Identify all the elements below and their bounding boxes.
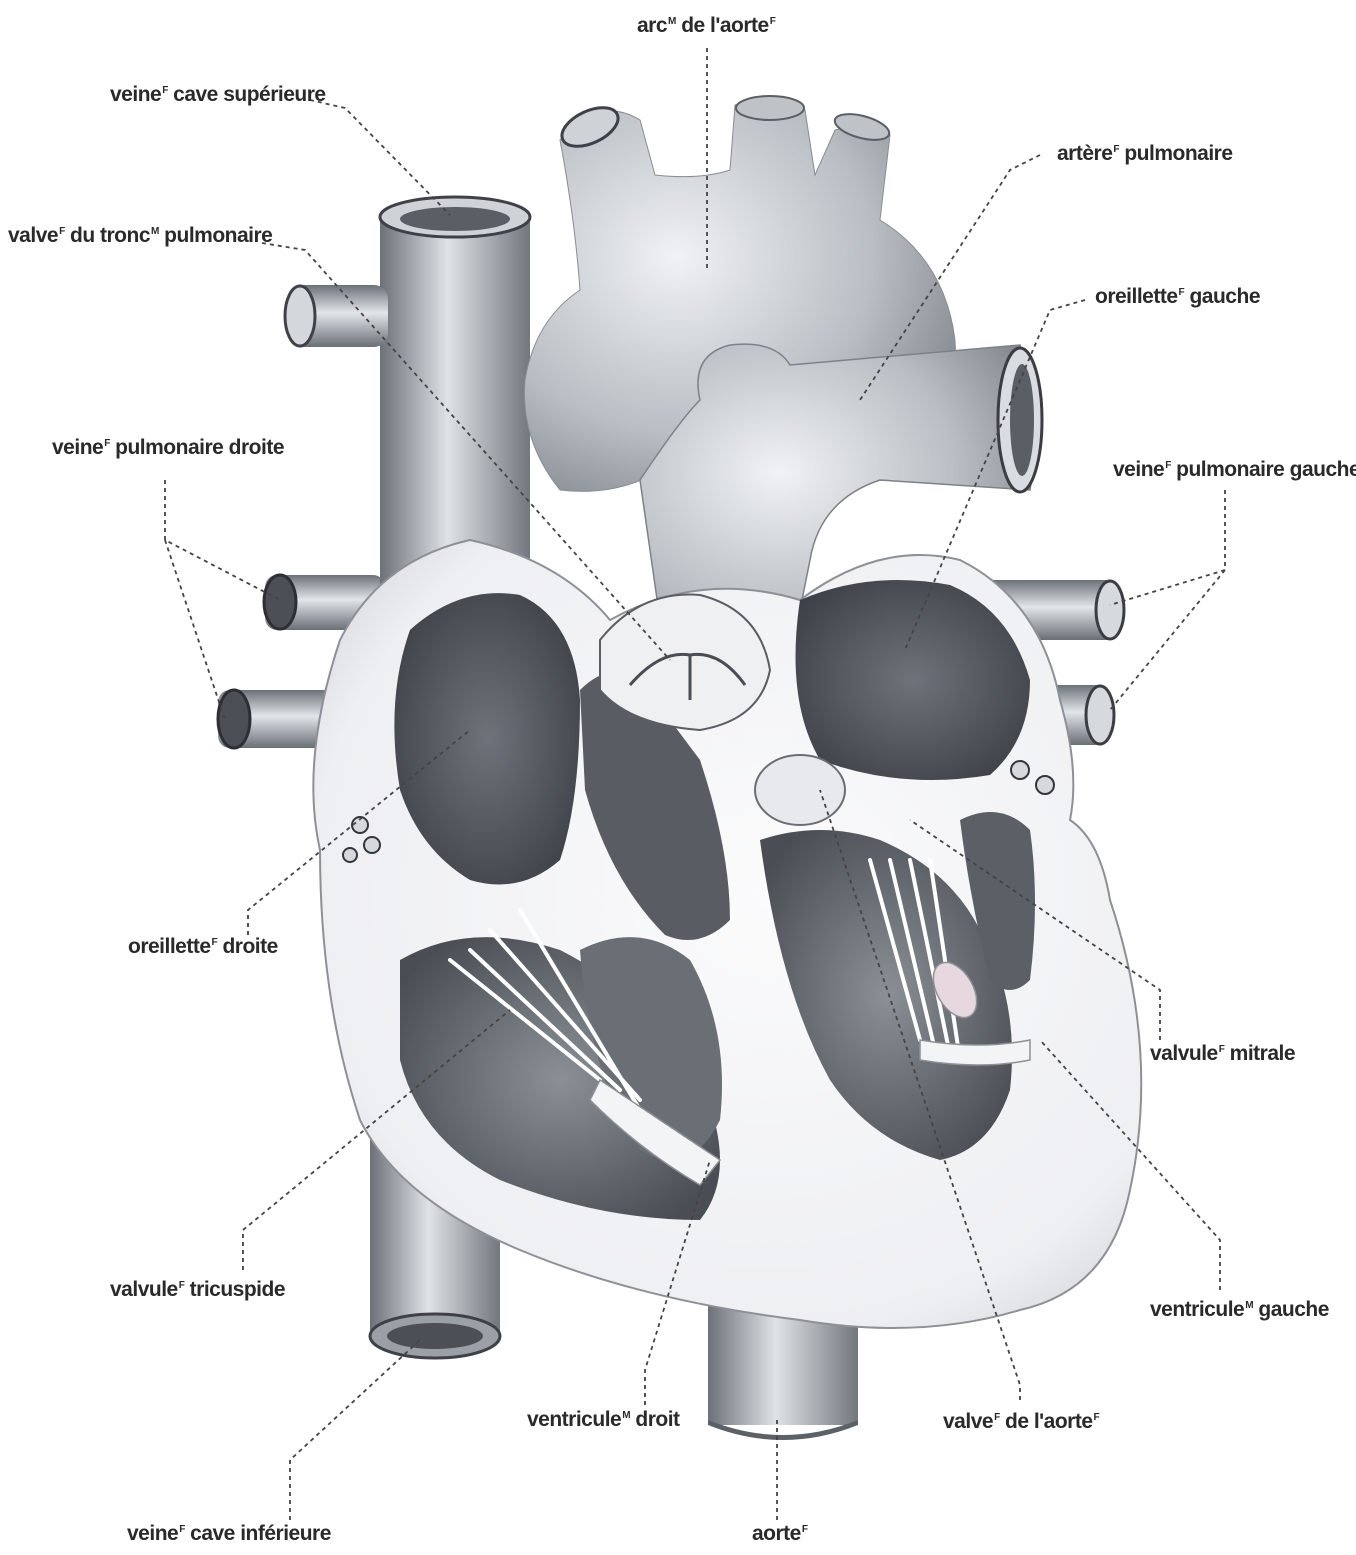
- leader-veine-cave-inf: [290, 1340, 420, 1520]
- aortic-valve-shape: [755, 755, 845, 825]
- label-valvule-tricuspide: valvuleF tricuspide: [110, 1278, 285, 1302]
- label-valvule-mitrale: valvuleF mitrale: [1150, 1042, 1295, 1066]
- label-veine-pulmonaire-gauche: veineF pulmonaire gauche: [1113, 458, 1356, 482]
- vena-cava-superior-shape: [285, 197, 530, 585]
- label-ventricule-droit: ventriculeM droit: [527, 1408, 680, 1432]
- label-ventricule-gauche: ventriculeM gauche: [1150, 1298, 1329, 1322]
- label-veine-cave-superieure: veineF cave supérieure: [110, 83, 326, 107]
- label-aorte: aorteF: [752, 1522, 807, 1546]
- label-arc-de-laorte: arcM de l'aorteF: [637, 14, 775, 38]
- leader-veine-pulm-g: [1110, 490, 1225, 710]
- label-valve-de-laorte: valveF de l'aorteF: [943, 1410, 1099, 1434]
- label-valve-du-tronc-pulmonaire: valveF du troncM pulmonaire: [8, 224, 272, 248]
- label-oreillette-droite: oreilletteF droite: [128, 935, 278, 959]
- label-veine-cave-inferieure: veineF cave inférieure: [127, 1522, 331, 1546]
- label-artere-pulmonaire: artèreF pulmonaire: [1057, 142, 1233, 166]
- label-veine-pulmonaire-droite: veineF pulmonaire droite: [52, 436, 284, 460]
- label-oreillette-gauche: oreilletteF gauche: [1095, 285, 1260, 309]
